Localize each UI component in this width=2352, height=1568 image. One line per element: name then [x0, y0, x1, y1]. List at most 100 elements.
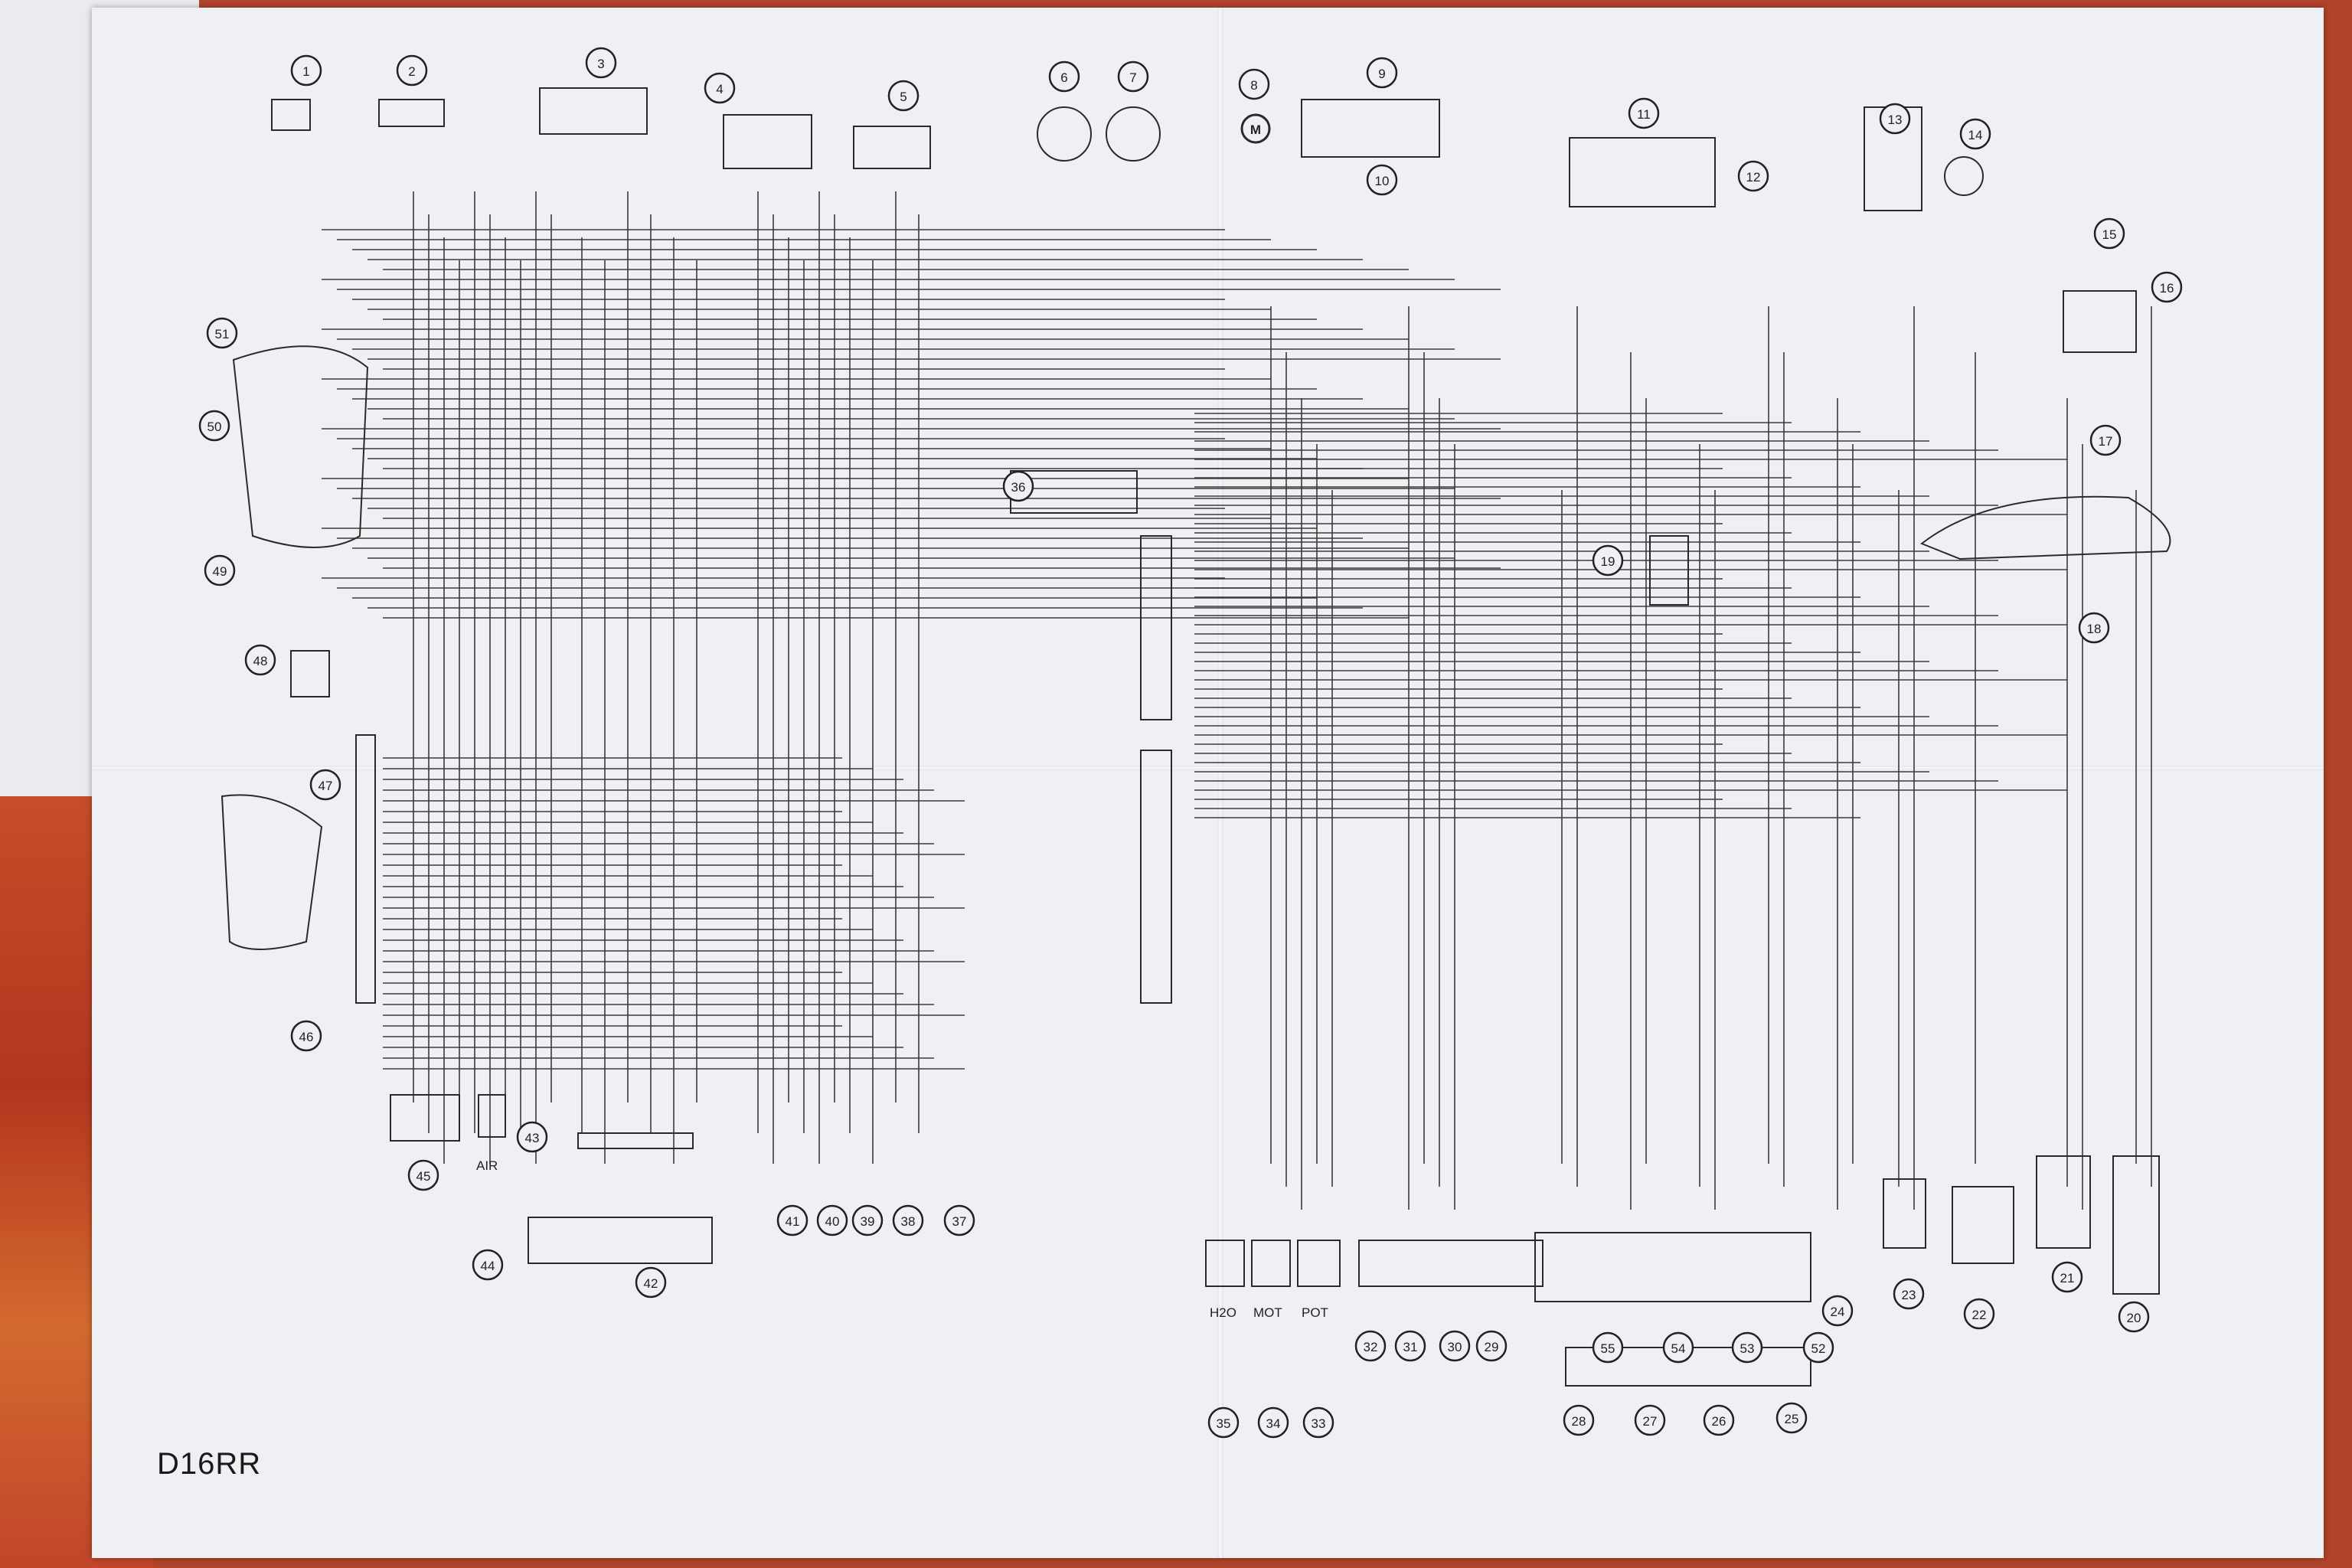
component-50-headlight — [232, 345, 369, 548]
callout-circle — [407, 1159, 439, 1191]
callout-number: 43 — [525, 1131, 540, 1145]
callout-circle — [2078, 612, 2110, 644]
callout-40: 40 — [816, 1204, 848, 1236]
callout-number: 34 — [1266, 1416, 1281, 1431]
callout-number: 50 — [207, 420, 222, 434]
component-1-symbol — [271, 99, 311, 131]
callout-number: 4 — [716, 82, 723, 96]
callout-28: 28 — [1563, 1404, 1595, 1436]
callout-number: 9 — [1378, 67, 1385, 81]
callout-34: 34 — [1257, 1406, 1289, 1439]
mot-label: MOT — [1253, 1305, 1282, 1320]
callout-circle — [1048, 60, 1080, 93]
motor-8-circle — [1240, 113, 1271, 144]
body-connector-block — [1140, 535, 1172, 720]
callout-circle — [290, 54, 322, 87]
callout-50: 50 — [198, 410, 230, 442]
callout-number: 49 — [213, 564, 227, 579]
callout-number: 19 — [1601, 554, 1615, 569]
callout-number: 22 — [1972, 1308, 1987, 1322]
callout-number: 11 — [1637, 107, 1651, 122]
callout-circle — [635, 1266, 667, 1298]
callout-27: 27 — [1634, 1404, 1666, 1436]
callout-number: 51 — [215, 327, 230, 341]
callout-number: 26 — [1712, 1414, 1726, 1429]
callout-circle — [1628, 97, 1660, 129]
callout-circle — [1737, 160, 1769, 192]
callout-circle — [943, 1204, 975, 1236]
callout-39: 39 — [851, 1204, 884, 1236]
callout-52: 52 — [1802, 1331, 1834, 1364]
callout-number: 32 — [1364, 1340, 1378, 1354]
callout-circle — [1893, 1278, 1925, 1310]
callout-53: 53 — [1731, 1331, 1763, 1364]
callout-18: 18 — [2078, 612, 2110, 644]
component-4-symbol — [723, 114, 812, 169]
component-14-symbol — [1944, 156, 1984, 196]
component-symbols — [220, 87, 2171, 1387]
callout-13: 13 — [1879, 103, 1911, 135]
callout-circle — [1703, 1404, 1735, 1436]
callout-circle — [396, 54, 428, 87]
callout-6: 6 — [1048, 60, 1080, 93]
callout-number: 35 — [1217, 1416, 1231, 1431]
callout-number: 20 — [2127, 1311, 2141, 1325]
callout-number: 27 — [1643, 1414, 1658, 1429]
pot-label: POT — [1302, 1305, 1328, 1320]
callout-16: 16 — [2151, 271, 2183, 303]
component-45-symbol — [390, 1094, 460, 1142]
components-52-55-injectors — [1534, 1232, 1811, 1302]
callout-number: 7 — [1129, 70, 1136, 85]
callout-number: 5 — [900, 90, 906, 104]
callout-number: 16 — [2160, 281, 2174, 296]
horizontal-fold — [92, 766, 2324, 770]
component-23-symbol — [1883, 1178, 1926, 1249]
callout-number: 12 — [1746, 170, 1761, 185]
callout-number: 23 — [1902, 1288, 1916, 1302]
callout-circle — [2118, 1301, 2150, 1333]
component-21-symbol — [2036, 1155, 2091, 1249]
callout-number: 33 — [1312, 1416, 1326, 1431]
callout-47: 47 — [309, 769, 341, 801]
callout-45: 45 — [407, 1159, 439, 1191]
callout-circle — [1394, 1330, 1426, 1362]
component-34-sensor — [1251, 1240, 1291, 1287]
callout-circle — [1366, 57, 1398, 89]
callout-33: 33 — [1302, 1406, 1334, 1439]
callout-circle — [472, 1249, 504, 1281]
callout-17: 17 — [2089, 424, 2122, 456]
callout-number: 21 — [2060, 1271, 2075, 1285]
callout-32: 32 — [1354, 1330, 1387, 1362]
component-6-fan — [1037, 106, 1092, 162]
callout-number: 55 — [1601, 1341, 1615, 1356]
callout-26: 26 — [1703, 1404, 1735, 1436]
callout-circle — [1302, 1406, 1334, 1439]
component-16-symbol — [2063, 290, 2137, 353]
callout-circle — [1959, 118, 1991, 150]
component-42-coils — [528, 1217, 713, 1264]
callout-number: 44 — [481, 1259, 495, 1273]
callout-number: 42 — [644, 1276, 658, 1291]
callout-48: 48 — [244, 644, 276, 676]
callout-29: 29 — [1475, 1330, 1508, 1362]
callout-46: 46 — [290, 1020, 322, 1052]
callout-38: 38 — [892, 1204, 924, 1236]
callout-circle — [776, 1204, 808, 1236]
callout-circle — [204, 554, 236, 586]
callout-number: 53 — [1740, 1341, 1755, 1356]
component-48-relay — [290, 650, 330, 697]
callout-circle — [887, 80, 920, 112]
component-9-symbol — [1301, 99, 1440, 158]
callout-circle — [1662, 1331, 1694, 1364]
callout-circle — [1207, 1406, 1240, 1439]
callout-circle — [1563, 1404, 1595, 1436]
callout-41: 41 — [776, 1204, 808, 1236]
wiring-diagram-sheet — [92, 8, 2324, 1558]
callout-number: 54 — [1671, 1341, 1686, 1356]
callout-10: 10 — [1366, 164, 1398, 196]
motor-symbol-label: M — [1250, 122, 1261, 137]
callout-35: 35 — [1207, 1406, 1240, 1439]
component-5-symbol — [853, 126, 931, 169]
